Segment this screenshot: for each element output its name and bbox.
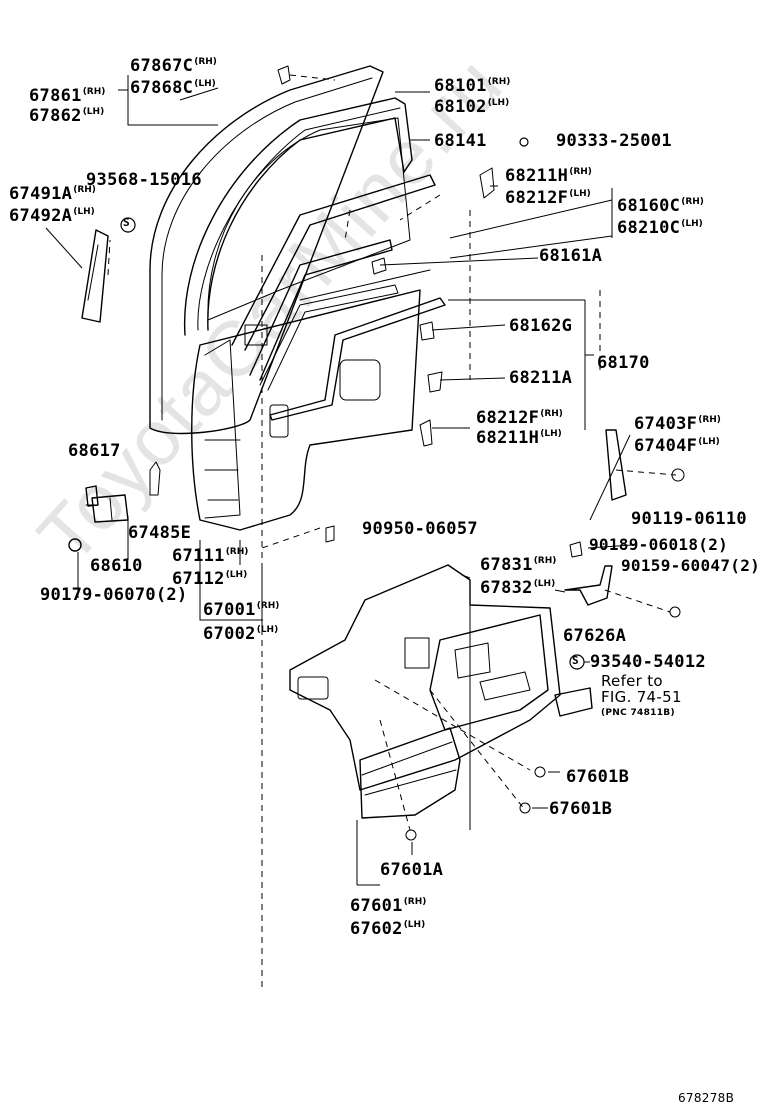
part-label-68211H: 68211H(RH) (505, 166, 592, 186)
part-label-67485E: 67485E (128, 523, 192, 543)
s-symbol: S (572, 654, 579, 667)
window-frame (231, 174, 436, 351)
part-label-67626A: 67626A (563, 626, 627, 646)
s-symbol: S (123, 216, 130, 229)
part-label-67601: 67601(RH) (350, 896, 427, 916)
reference-line-2: FIG. 74-51 (601, 688, 682, 706)
part-label-67111: 67111(RH) (172, 546, 249, 566)
part-label-67601B: 67601B (566, 767, 630, 787)
part-label-67861: 67861(RH) (29, 86, 106, 106)
mirror-garnish (81, 229, 109, 323)
part-label-67602: 67602(LH) (350, 919, 426, 939)
part-label-67491A: 67491A(RH) (9, 184, 96, 204)
part-label-90179-06070: 90179-06070(2) (40, 585, 188, 605)
part-label-68212F-rh: 68212F(RH) (476, 408, 563, 428)
part-label-67112: 67112(LH) (172, 569, 248, 589)
part-label-93568-15016: 93568-15016 (86, 170, 202, 190)
part-label-68160C: 68160C(RH) (617, 196, 704, 216)
part-label-68211A: 68211A (509, 368, 573, 388)
part-label-68617: 68617 (68, 441, 121, 461)
part-label-67831: 67831(RH) (480, 555, 557, 575)
reference-line-1: Refer to (601, 672, 663, 690)
door-weatherstrip (149, 65, 384, 435)
part-label-67404F: 67404F(LH) (634, 436, 720, 456)
part-label-68101: 68101(RH) (434, 76, 511, 96)
reference-pnc: (PNC 74811B) (601, 708, 675, 718)
part-label-90333-25001: 90333-25001 (556, 131, 672, 151)
door-trim-board (289, 564, 561, 791)
door-glass (207, 117, 411, 321)
part-label-67002: 67002(LH) (203, 624, 279, 644)
part-label-67403F: 67403F(RH) (634, 414, 721, 434)
part-label-68610: 68610 (90, 556, 143, 576)
part-label-90189-06018: 90189-06018(2) (589, 535, 729, 554)
part-label-90119-06110: 90119-06110 (631, 509, 747, 529)
part-label-67868C: 67868C(LH) (130, 78, 216, 98)
part-label-67601A: 67601A (380, 860, 444, 880)
part-label-93540-54012: 93540-54012 (590, 652, 706, 672)
part-label-67862: 67862(LH) (29, 106, 105, 126)
part-label-68210C: 68210C(LH) (617, 218, 703, 238)
part-label-90950-06057: 90950-06057 (362, 519, 478, 539)
part-label-68161A: 68161A (539, 246, 603, 266)
part-label-68141: 68141 (434, 131, 487, 151)
part-label-67867C: 67867C(RH) (130, 56, 217, 76)
armrest-pocket (359, 727, 461, 819)
door-shell (191, 289, 421, 531)
glass-run-channel (183, 97, 413, 336)
part-label-68170: 68170 (597, 353, 650, 373)
figure-id: 678278B (678, 1091, 735, 1105)
part-label-68211H-lh: 68211H(LH) (476, 428, 562, 448)
part-label-67001: 67001(RH) (203, 600, 280, 620)
part-label-67601B-2: 67601B (549, 799, 613, 819)
part-label-68162G: 68162G (509, 316, 573, 336)
door-check (85, 485, 99, 507)
part-label-68102: 68102(LH) (434, 97, 510, 117)
inside-handle-bezel (554, 687, 593, 717)
part-label-67492A: 67492A(LH) (9, 206, 95, 226)
part-label-68212F: 68212F(LH) (505, 188, 591, 208)
part-label-67832: 67832(LH) (480, 578, 556, 598)
pull-handle-bracket (564, 565, 613, 606)
part-label-90159-60047: 90159-60047(2) (621, 556, 760, 575)
belt-weatherstrip (269, 297, 446, 421)
